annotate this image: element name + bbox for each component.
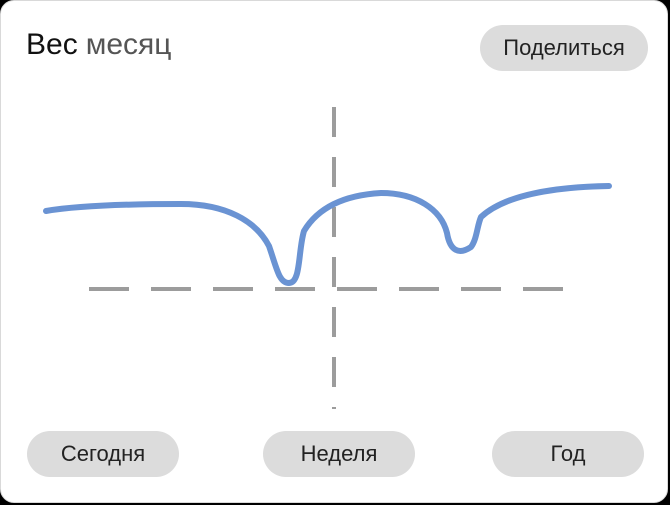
- today-range-button[interactable]: Сегодня: [27, 431, 179, 477]
- share-button[interactable]: Поделиться: [480, 25, 648, 71]
- period-label: месяц: [85, 28, 172, 61]
- year-range-button[interactable]: Год: [492, 431, 644, 477]
- weight-series-line: [43, 183, 612, 286]
- week-range-button[interactable]: Неделя: [263, 431, 415, 477]
- title-label: Вес: [26, 28, 78, 61]
